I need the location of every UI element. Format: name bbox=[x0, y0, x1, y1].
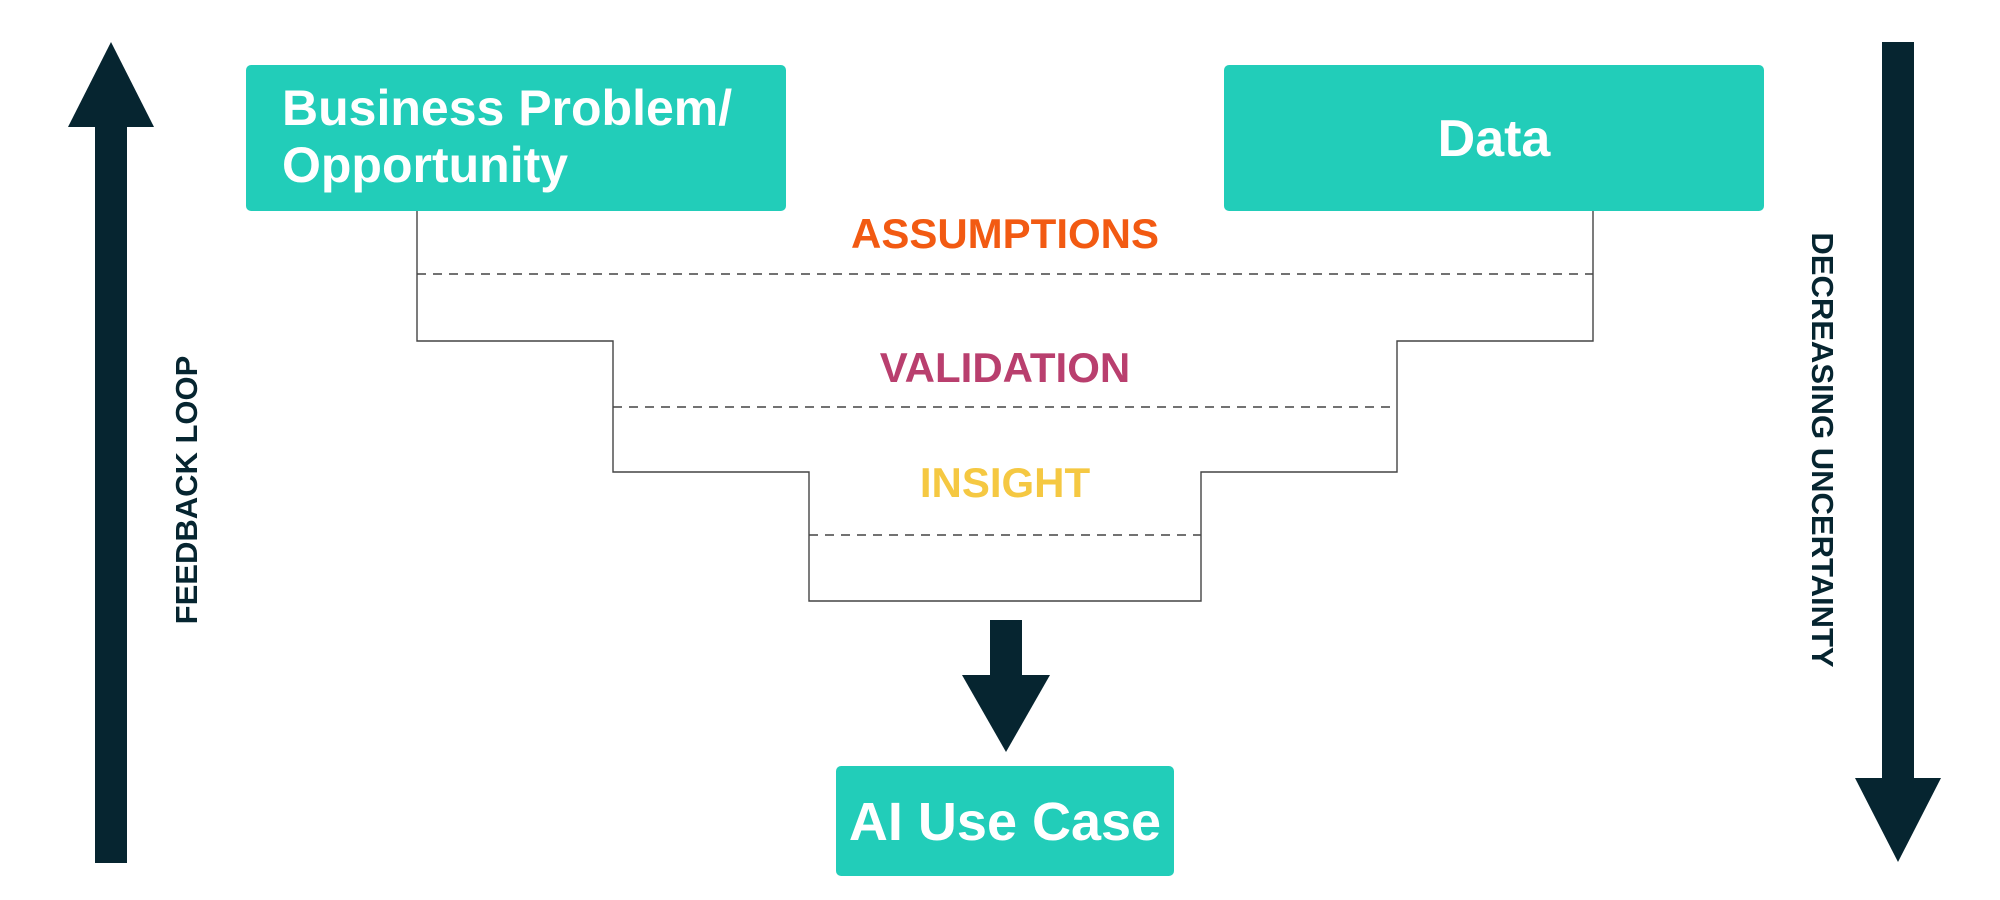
ai-use-case-box bbox=[836, 766, 1174, 876]
decreasing-uncertainty-arrow-head bbox=[1855, 778, 1941, 862]
business-problem-label-line2: Opportunity bbox=[282, 137, 568, 193]
down-arrow-head bbox=[962, 675, 1050, 752]
decreasing-uncertainty-label: DECREASING UNCERTAINTY bbox=[1805, 232, 1840, 667]
insight-label: INSIGHT bbox=[920, 459, 1091, 506]
ai-use-case-label: AI Use Case bbox=[849, 792, 1161, 852]
feedback-loop-arrow-shaft bbox=[95, 120, 127, 863]
business-problem-label-line1: Business Problem/ bbox=[282, 80, 732, 136]
validation-label: VALIDATION bbox=[880, 344, 1130, 391]
down-arrow bbox=[962, 620, 1050, 752]
business-problem-box bbox=[246, 65, 786, 211]
feedback-loop-label: FEEDBACK LOOP bbox=[169, 356, 204, 625]
funnel-outline bbox=[416, 211, 1594, 602]
assumptions-label: ASSUMPTIONS bbox=[851, 210, 1159, 257]
down-arrow-shaft bbox=[990, 620, 1022, 682]
feedback-loop-arrow bbox=[68, 42, 154, 863]
data-box bbox=[1224, 65, 1764, 211]
decreasing-uncertainty-arrow-shaft bbox=[1882, 42, 1914, 792]
decreasing-uncertainty-arrow bbox=[1855, 42, 1941, 862]
data-label: Data bbox=[1438, 110, 1552, 168]
feedback-loop-arrow-head bbox=[68, 42, 154, 127]
